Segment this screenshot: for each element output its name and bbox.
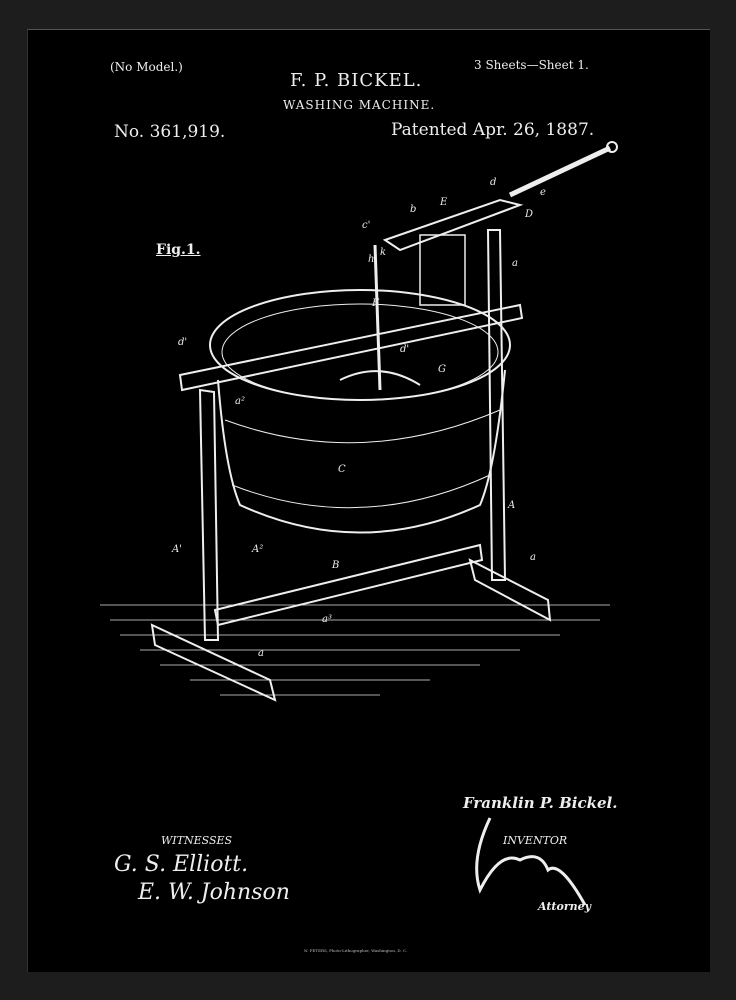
patent-number: No. 361,919. (114, 122, 226, 142)
lever-head (382, 198, 524, 252)
part-label: b (410, 204, 416, 215)
part-label: G (438, 364, 446, 375)
witness-signature-1: G. S. Elliott. (114, 852, 249, 877)
inventor-name: F. P. BICKEL. (290, 70, 423, 91)
tub-body (217, 369, 506, 534)
part-label: e (540, 187, 546, 198)
right-post (486, 229, 507, 581)
witnesses-label: WITNESSES (161, 834, 233, 847)
part-label: B (331, 560, 339, 571)
part-label: a (512, 258, 518, 269)
part-label: D (524, 209, 533, 220)
printer-credit: N. PETERS, Photo-Lithographer, Washingto… (304, 948, 408, 953)
top-bar (178, 303, 524, 392)
part-label: a (258, 648, 264, 659)
part-label: A² (251, 544, 263, 555)
figure-label: Fig.1. (156, 242, 201, 258)
left-foot (150, 623, 277, 702)
right-foot (468, 558, 552, 622)
sheets-label: 3 Sheets—Sheet 1. (474, 58, 589, 72)
invention-title: WASHING MACHINE. (283, 98, 436, 112)
part-label: a (530, 552, 536, 563)
patent-date: Patented Apr. 26, 1887. (391, 120, 595, 140)
part-label: A (507, 500, 515, 511)
part-label: c' (362, 220, 370, 231)
part-label: d' (400, 344, 409, 355)
part-label: d (490, 177, 496, 188)
left-leg (198, 388, 220, 641)
part-label: a³ (322, 614, 332, 625)
part-label: A' (171, 544, 182, 555)
attorney-label: Attorney (538, 900, 592, 913)
part-label: E (439, 197, 448, 208)
part-label: d' (178, 337, 187, 348)
part-label: C (338, 464, 346, 475)
part-label: k (380, 247, 386, 258)
no-model-label: (No Model.) (110, 60, 183, 74)
lever-handle (508, 145, 612, 198)
part-label: F (371, 298, 380, 309)
witness-signature-2: E. W. Johnson (138, 880, 290, 905)
inventor-signature: Franklin P. Bickel. (463, 794, 618, 812)
agitator-shaft (373, 244, 382, 391)
inventor-label: INVENTOR (503, 834, 568, 847)
part-label: h (368, 254, 374, 265)
part-label: a² (235, 396, 245, 407)
cross-bar (213, 543, 484, 627)
patent-sheet (27, 29, 710, 972)
